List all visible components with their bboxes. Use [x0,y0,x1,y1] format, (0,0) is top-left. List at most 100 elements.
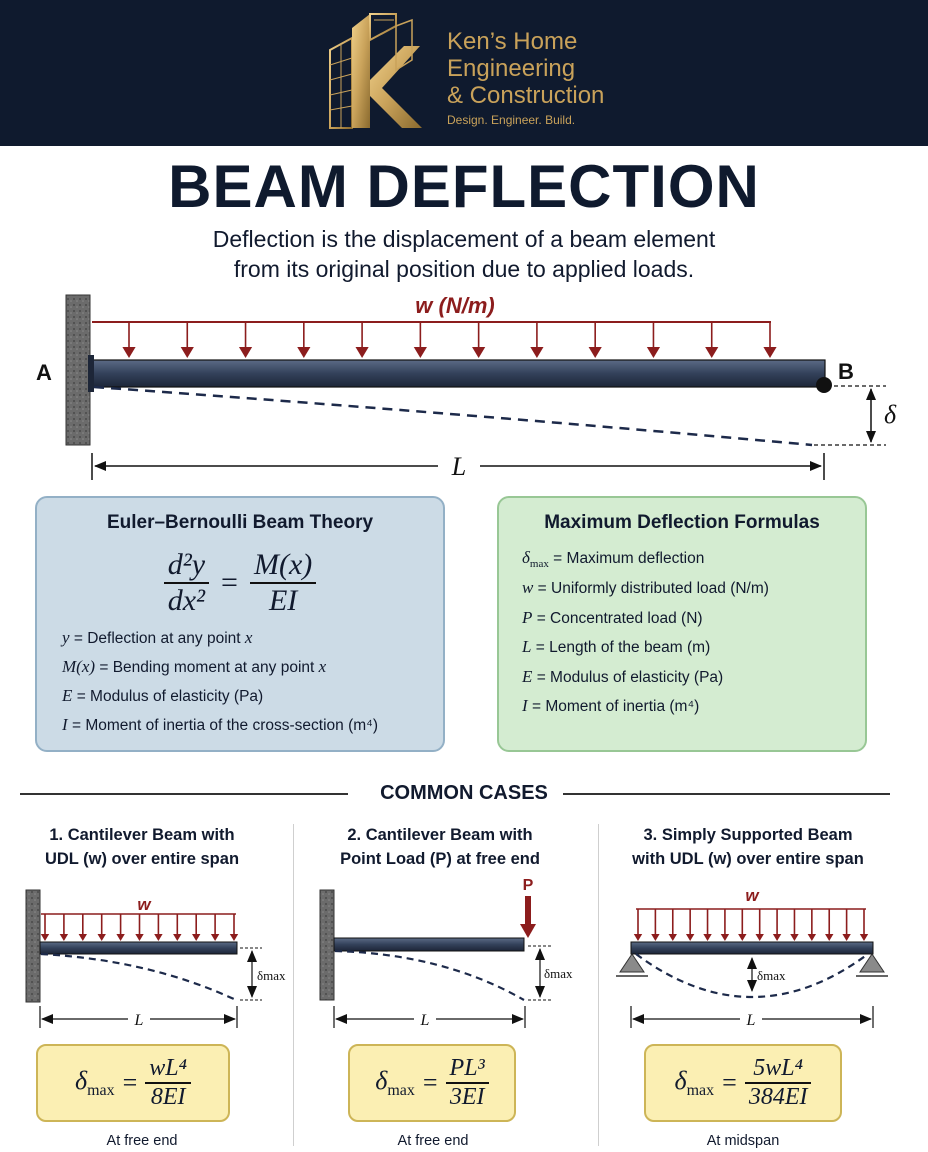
moment-denominator: EI [268,584,298,617]
case-3-arrow-head [842,934,851,941]
subtitle-line-1: Deflection is the displacement of a beam… [212,226,716,252]
udl-arrow-head [472,347,486,358]
max-def-e: E = Modulus of elasticity (Pa) [522,667,724,686]
brand-tagline: Design. Engineer. Build. [447,113,576,127]
udl-arrow-head [763,347,777,358]
case-2-wall [319,889,335,1001]
case-1-arrow-head [97,934,106,941]
case-2-length-label: L [420,1012,430,1029]
brand-line-2: Engineering [447,55,576,82]
euler-def-mx: M(x) = Bending moment at any point x [62,657,327,676]
case-3-pin-support-left [619,953,645,973]
moment-fraction: M(x) EI [249,548,317,618]
load-label: w (N/m) [415,293,494,318]
case-3-arrow-head [633,934,643,941]
udl-arrow-head [588,347,602,358]
case-2-fraction: PL³ 3EI [445,1055,489,1111]
case-divider-1 [293,824,294,1146]
case-3-arrow-head [703,934,712,941]
case-3-fraction: 5wL⁴ 384EI [744,1055,812,1111]
common-cases-rule-left [20,793,348,795]
case-3-arrow-head [859,934,869,941]
max-definitions: δmax = Maximum deflection w = Uniformly … [522,548,862,728]
udl-arrow-head [413,347,427,358]
case-1-load-label: w [137,895,152,914]
case-1-arrow-head [135,934,144,941]
beam [91,359,826,388]
case-3-length-label: L [746,1012,756,1029]
case-2-formula-box: δmax = PL³ 3EI [348,1044,516,1122]
case-1-formula-box: δmax = wL⁴ 8EI [36,1044,230,1122]
derivative-numerator: d²y [167,548,206,581]
derivative-fraction: d²y dx² [163,548,210,618]
max-def-l: L = Length of the beam (m) [522,637,711,656]
case-1-note: At free end [106,1133,178,1149]
case-2-beam [333,937,525,952]
euler-def-y: y = Deflection at any point x [62,628,253,647]
max-def-delta: δmax = Maximum deflection [522,548,705,571]
case-1-arrow-head [116,934,125,941]
case-1-deflection-label: δmax [257,968,286,983]
case-3-arrow-head [825,934,834,941]
case-1-arrow-head [78,934,87,941]
case-1-fraction: wL⁴ 8EI [145,1055,191,1111]
case-3-beam [630,941,874,955]
case-3-arrow-head [685,934,695,941]
case-3-load-label: w [745,886,760,905]
case-1-deflected-shape [40,952,237,1001]
case-3-arrow-head [807,934,817,941]
case-1-arrow-head [192,934,201,941]
case-1-title: 1. Cantilever Beam with UDL (w) over ent… [44,826,240,868]
case-3-title: 3. Simply Supported Beam with UDL (w) ov… [632,826,864,868]
deflection-symbol: δ [884,400,897,429]
point-b-label: B [838,359,854,384]
case-1-arrow-head [59,934,69,941]
euler-panel-title: Euler–Bernoulli Beam Theory [106,512,374,533]
fixed-wall [65,294,91,446]
common-cases-rule-right [563,793,890,795]
case-2-diagram: P δmax L [319,877,573,1029]
length-symbol: L [451,452,466,481]
equals-sign: = [221,566,238,599]
case-1-length-label: L [134,1012,144,1029]
case-1-arrow-head [154,934,163,941]
case-1-arrow-head [229,934,239,941]
building-k-logo-icon [316,13,444,130]
case-1-arrow-head [40,934,50,941]
page-title: BEAM DEFLECTION [168,153,760,220]
case-3-arrow-head [738,934,747,941]
case-2-deflected-shape [334,949,525,1001]
euler-bernoulli-panel: Euler–Bernoulli Beam Theory [35,496,445,752]
case-1-diagram: w δmax L [25,889,286,1029]
case-3-lhs: δmax [674,1065,715,1100]
case-1-udl-arrows [40,914,239,941]
case-1-arrow-head [210,934,220,941]
moment-numerator: M(x) [253,548,313,581]
case-3-arrow-head [651,934,660,941]
udl-arrow-head [297,347,311,358]
udl-arrow-head [530,347,544,358]
case-3-udl-arrows [633,909,869,941]
case-3-arrow-head [668,934,677,941]
case-1-beam [39,941,238,955]
derivative-denominator: dx² [167,584,206,617]
case-divider-2 [598,824,599,1146]
case-2-deflection-label: δmax [544,966,573,981]
case-2-note: At free end [397,1133,469,1149]
max-def-w: w = Uniformly distributed load (N/m) [522,578,769,597]
cantilever-beam-diagram: w (N/m) A B δ L [36,293,897,481]
euler-def-i: I = Moment of inertia of the cross-secti… [62,715,378,734]
case-3-arrow-head [772,934,782,941]
free-end-point [816,377,832,393]
case-3-deflected-shape [635,953,869,998]
case-3-arrow-head [790,934,799,941]
case-3-diagram: w δmax L [616,886,888,1029]
udl-arrow-head [355,347,369,358]
euler-bernoulli-formula: d²y dx² = M(x) EI [35,548,445,618]
brand-line-3: & Construction [447,82,605,109]
header-banner: Ken’s Home Engineering & Construction De… [0,0,928,146]
euler-definitions: y = Deflection at any point x M(x) = Ben… [62,628,442,748]
case-3-pin-support-right [859,953,885,973]
max-def-p: P = Concentrated load (N) [522,608,703,627]
page-subtitle: Deflection is the displacement of a beam… [0,224,928,284]
